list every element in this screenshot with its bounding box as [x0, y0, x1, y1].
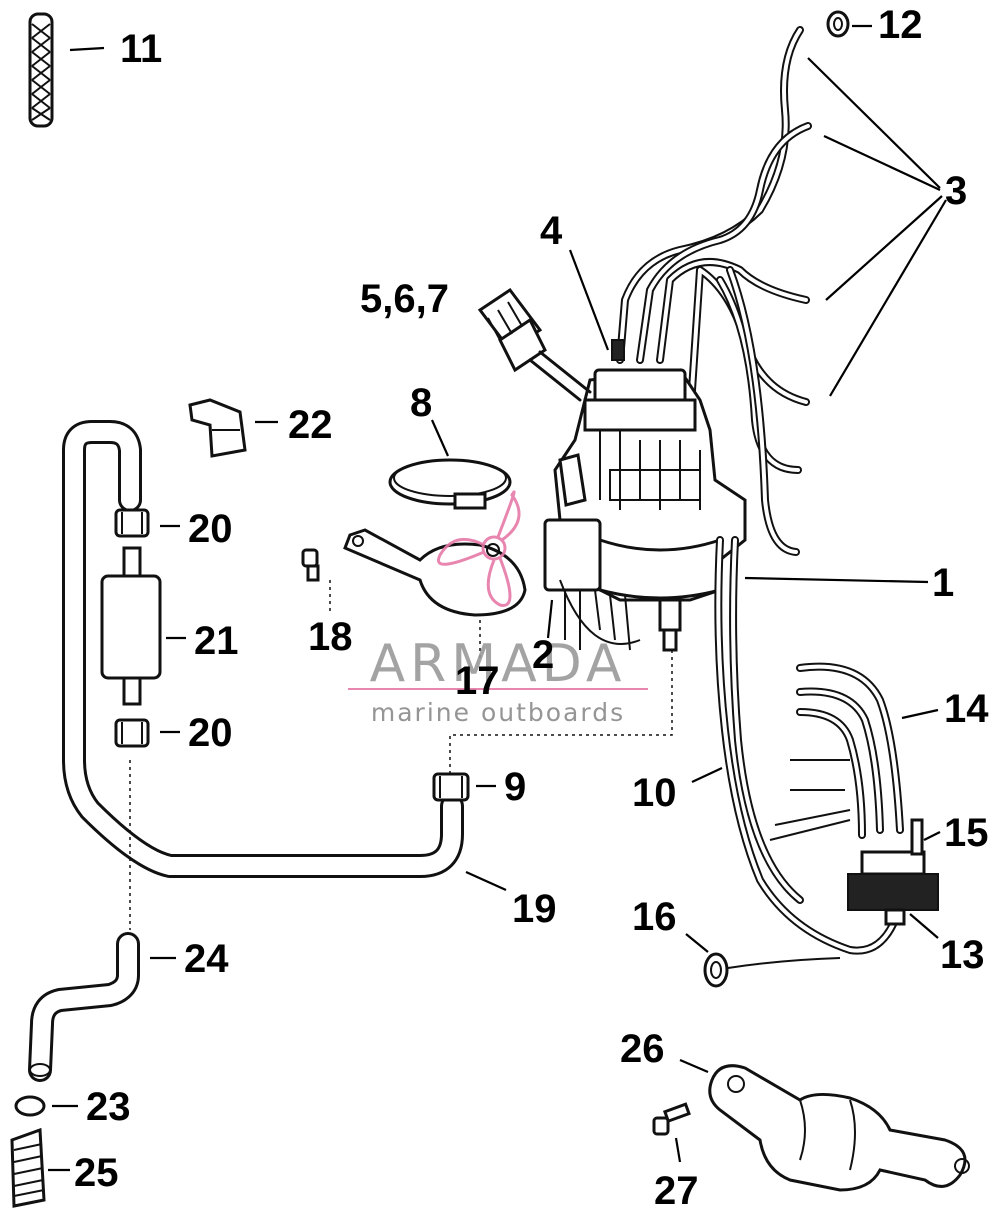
part-16-grommet	[703, 952, 841, 988]
callout-9: 9	[504, 765, 526, 809]
callout-16: 16	[632, 895, 677, 939]
part-14-wiring	[769, 662, 904, 841]
part-8-clamp-band	[388, 458, 512, 510]
part-27-screw	[652, 1102, 691, 1136]
callout-25: 25	[74, 1151, 119, 1195]
callout-3: 3	[945, 169, 967, 213]
part-13-terminal-block	[847, 850, 939, 926]
part-1-pump-assembly	[543, 339, 747, 652]
part-23-ring	[14, 1095, 46, 1117]
callout-26: 26	[620, 1027, 665, 1071]
part-12-grommet	[826, 10, 850, 38]
callout-8: 8	[410, 381, 432, 425]
leaders-3	[807, 57, 947, 397]
callout-15: 15	[944, 811, 989, 855]
part-26-bracket	[708, 1064, 970, 1192]
callout-13: 13	[940, 933, 985, 977]
part-20-clamp-upper	[114, 508, 150, 538]
part-11-filter-screen	[28, 12, 54, 128]
part-19-fuel-hose	[62, 420, 464, 878]
callout-20-upper: 20	[188, 507, 233, 551]
part-9-clamp	[432, 772, 470, 802]
leader-16	[685, 933, 709, 953]
callout-5-6-7: 5,6,7	[360, 277, 449, 321]
callout-24: 24	[184, 937, 229, 981]
callout-20-lower: 20	[188, 711, 233, 755]
callout-22: 22	[288, 403, 333, 447]
leader-8	[430, 419, 450, 457]
part-3-hoses	[616, 26, 812, 556]
part-18-screw	[301, 548, 320, 582]
callout-12: 12	[878, 3, 923, 47]
leader-10	[691, 767, 723, 783]
part-24-elbow-hose	[28, 932, 140, 1082]
leader-2	[546, 599, 554, 639]
callout-21: 21	[194, 619, 239, 663]
callout-11: 11	[120, 27, 162, 71]
leader-15	[923, 831, 941, 841]
part-20-clamp-lower	[114, 718, 150, 748]
part-10-hose	[714, 536, 899, 955]
leader-26	[679, 1058, 709, 1074]
part-21-inline-filter	[100, 546, 162, 706]
leader-1	[744, 576, 929, 584]
callout-4: 4	[540, 209, 563, 253]
callouts: 11 12 3 4 5,6,7 8 22 20 1 21 18 2 17 14 …	[74, 3, 989, 1212]
watermark-tagline: marine outboards	[371, 698, 625, 727]
part-15-screw	[910, 818, 924, 856]
leader-19	[465, 870, 507, 892]
leader-27	[674, 1137, 682, 1163]
callout-27: 27	[654, 1169, 699, 1212]
callout-19: 19	[512, 887, 557, 931]
leader-14	[901, 708, 939, 720]
leader-4	[568, 249, 610, 351]
callout-17: 17	[455, 659, 500, 703]
callout-14: 14	[944, 687, 989, 731]
leader-13	[909, 913, 939, 939]
dash-9-to-pump	[449, 650, 673, 774]
watermark: ARMADA marine outboards	[348, 490, 648, 727]
callout-1: 1	[932, 561, 954, 605]
part-22-clip	[188, 398, 247, 458]
callout-10: 10	[632, 771, 677, 815]
part-5-6-7-connector	[477, 287, 592, 402]
leader-11	[69, 46, 105, 52]
part-25-fitting	[10, 1127, 46, 1208]
callout-23: 23	[86, 1085, 131, 1129]
watermark-brand: ARMADA	[370, 634, 627, 694]
callout-2: 2	[532, 633, 554, 677]
watermark-propeller-icon	[437, 490, 521, 607]
callout-18: 18	[308, 615, 353, 659]
